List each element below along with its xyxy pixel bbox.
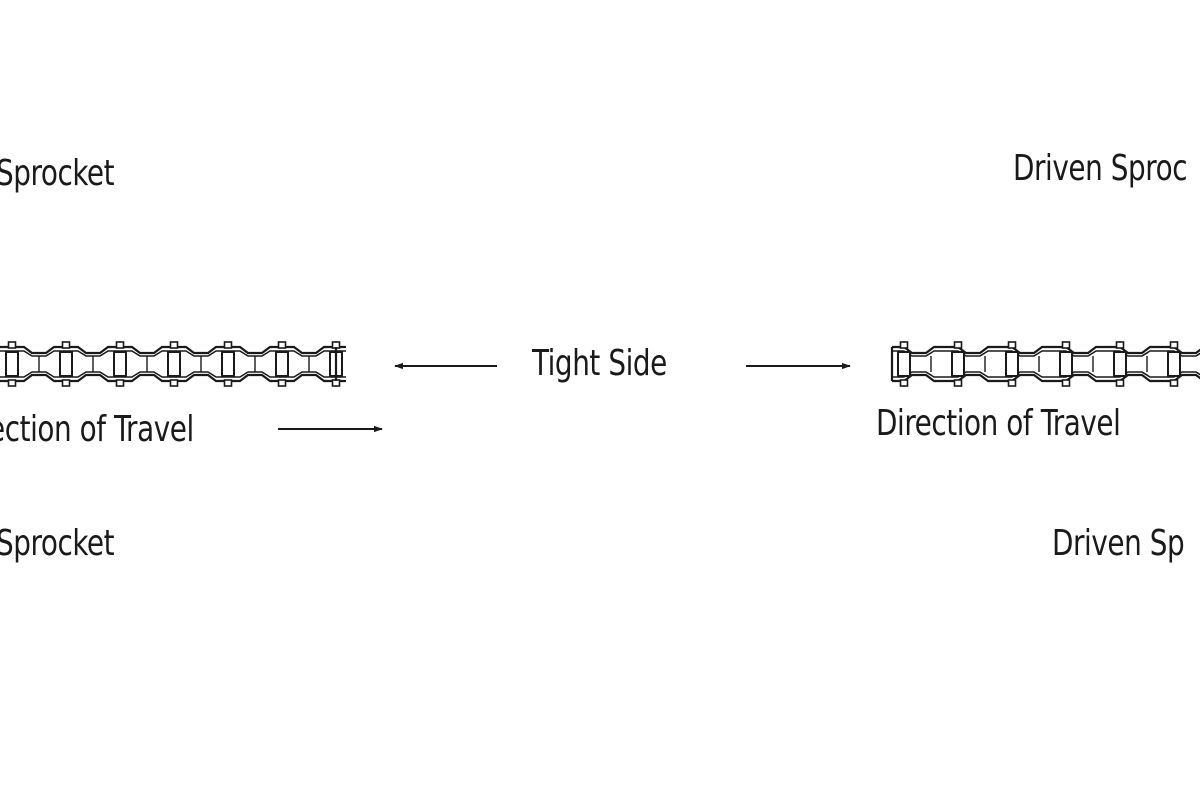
chain-right-outer-plate-bottom [892, 373, 1200, 383]
tight-side-label: Tight Side [532, 343, 667, 384]
chain-left-roller [59, 351, 73, 377]
driven-sprocket-label-top: Driven Sproc [1013, 148, 1188, 189]
chain-right-roller [951, 351, 965, 377]
chain-right-inner-plate-top [892, 350, 1200, 357]
chain-right-pin-head-bottom [1115, 379, 1125, 387]
chain-right-inner-plate-bottom [892, 371, 1200, 378]
chain-right-roller [1167, 351, 1181, 377]
chain-left-pin-head-top [169, 341, 179, 349]
chain-left-pin-head-top [277, 341, 287, 349]
chain-left-pin-head-top [7, 341, 17, 349]
chain-right-pin-head-top [1061, 341, 1071, 349]
drive-sprocket-label-top: Sprocket [0, 153, 115, 194]
chain-right-pin-head-top [1169, 341, 1179, 349]
chain-right-pin-head-bottom [1061, 379, 1071, 387]
direction-of-travel-label-right: Direction of Travel [876, 403, 1121, 444]
chain-right-outer-plate-top [892, 345, 1200, 355]
roller-chain-left [0, 341, 346, 387]
chain-right-pin-head-top [899, 341, 909, 349]
chain-left-pin-head-bottom [169, 379, 179, 387]
chain-right-pin-head-top [1115, 341, 1125, 349]
chain-right-pin-head-bottom [953, 379, 963, 387]
chain-left-pin-head-bottom [223, 379, 233, 387]
chain-right-pin-head-bottom [1169, 379, 1179, 387]
chain-left-roller [167, 351, 181, 377]
chain-right-roller [1113, 351, 1127, 377]
chain-left-pin-head-top [61, 341, 71, 349]
drive-sprocket-label-bottom: Sprocket [0, 523, 115, 564]
chain-left-roller [221, 351, 235, 377]
chain-right-roller [897, 351, 911, 377]
chain-left-pin-head-bottom [277, 379, 287, 387]
chain-left-roller [275, 351, 289, 377]
chain-right-roller [1059, 351, 1073, 377]
chain-left-pin-head-bottom [7, 379, 17, 387]
chain-right-pin-head-bottom [899, 379, 909, 387]
chain-left-pin-head-bottom [61, 379, 71, 387]
chain-left-pin-head-top [223, 341, 233, 349]
driven-sprocket-label-bottom: Driven Sp [1052, 523, 1185, 564]
chain-right-pin-head-top [1007, 341, 1017, 349]
chain-right-pin-head-bottom [1007, 379, 1017, 387]
direction-of-travel-label-left: ection of Travel [0, 409, 194, 450]
chain-right-roller [1005, 351, 1019, 377]
chain-right-pin-head-top [953, 341, 963, 349]
chain-left-roller [113, 351, 127, 377]
chain-left-pin-head-top [115, 341, 125, 349]
roller-chain-right [890, 341, 1200, 387]
chain-left-pin-head-bottom [115, 379, 125, 387]
chain-left-roller [5, 351, 19, 377]
